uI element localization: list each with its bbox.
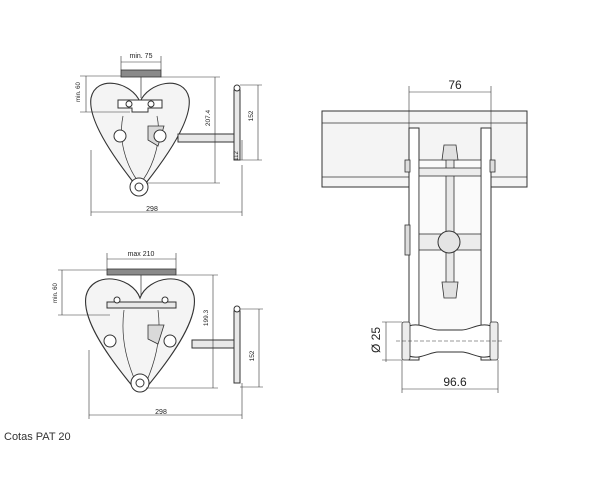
jaw-bolt-right (161, 296, 169, 304)
flange-top (106, 268, 177, 276)
label-flange-height: min. 60 (53, 283, 59, 303)
right-view: 76 Ø 25 96.6 (321, 78, 528, 393)
crossbar-upper (418, 167, 482, 177)
clamp-body (84, 278, 196, 389)
dim-handle-length: 152 (240, 84, 262, 161)
spindle-nut-bottom (441, 281, 459, 299)
dim-bottom-width: 96.6 (401, 360, 499, 393)
dim-handle-offset: 112 (234, 140, 243, 161)
jaw-bolt-right (147, 100, 155, 108)
dim-flange-height: min. 60 (53, 269, 110, 316)
shackle-inner (134, 182, 144, 192)
clamp-plate (106, 301, 177, 309)
side-lug-right (489, 159, 496, 173)
handle-knob (233, 84, 241, 92)
dim-handle-length: 152 (240, 308, 263, 388)
spindle-nut-top (441, 144, 459, 161)
dim-top-width: 76 (408, 78, 492, 128)
label-height: 207.4 (205, 109, 212, 126)
top-left-view: min. 75 min. 60 207.4 152 112 (76, 53, 262, 216)
dim-overall-width: 298 (88, 350, 243, 419)
shackle-inner (135, 378, 145, 388)
dim-overall-width: 298 (90, 150, 243, 216)
hole-right (163, 334, 177, 348)
handle-bar (177, 133, 237, 143)
side-lug-left (404, 159, 411, 173)
dim-height: 207.4 (146, 76, 220, 184)
label-overall-width: 298 (155, 409, 167, 416)
handle-grip (233, 310, 241, 384)
leg-shade (147, 324, 165, 345)
dim-pin-diameter: Ø 25 (369, 321, 402, 362)
label-handle-length: 152 (249, 350, 256, 361)
dim-flange-width: max 210 (106, 251, 177, 269)
hole-left (103, 334, 117, 348)
hole-left (113, 129, 127, 143)
pivot-nut (437, 230, 461, 254)
label-top-width: 76 (448, 78, 462, 92)
dim-height: 199.3 (146, 274, 218, 389)
bottom-left-view: max 210 min. 60 199.3 152 298 (53, 251, 263, 419)
handle-grip (233, 89, 241, 161)
leg-left (121, 115, 138, 181)
dim-flange-height: min. 60 (76, 75, 130, 113)
label-flange-height: min. 60 (76, 82, 82, 102)
handle-knob (233, 305, 241, 313)
label-height: 199.3 (203, 309, 210, 326)
side-lug-mid-left (404, 224, 411, 256)
label-flange-width: max 210 (128, 251, 155, 258)
leg-right (142, 115, 159, 181)
label-handle-offset: 112 (234, 151, 240, 161)
label-pin-diameter: Ø 25 (369, 327, 383, 353)
hole-right (153, 129, 167, 143)
dim-flange-width: min. 75 (120, 53, 162, 70)
caption: Cotas PAT 20 (4, 431, 71, 443)
label-bottom-width: 96.6 (443, 375, 467, 389)
label-handle-length: 152 (248, 110, 255, 121)
jaw-bolt-left (125, 100, 133, 108)
jaw-bolt-left (113, 296, 121, 304)
handle-bar (191, 339, 239, 349)
label-flange-width: min. 75 (130, 53, 153, 60)
clamp-body (90, 82, 190, 184)
label-overall-width: 298 (146, 206, 158, 213)
flange-top (120, 69, 162, 78)
